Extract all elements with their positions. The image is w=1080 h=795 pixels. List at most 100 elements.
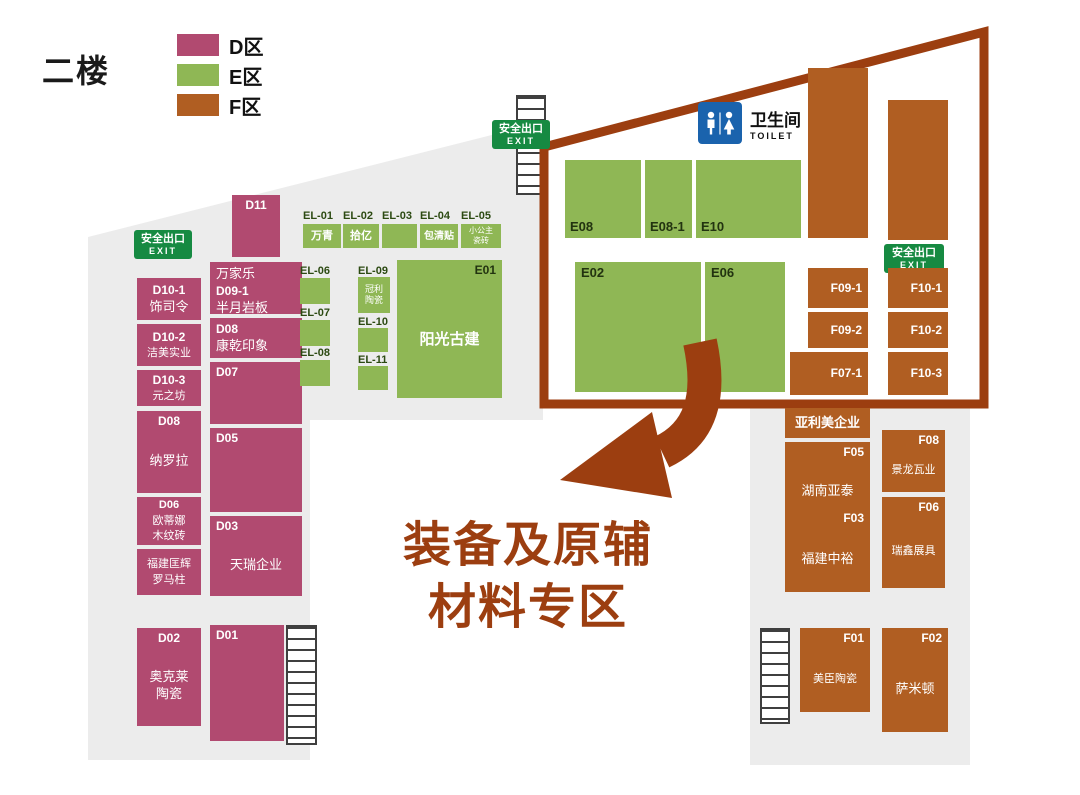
booth-code: E06 (711, 265, 735, 280)
booth-f-unlabeled-top (808, 68, 868, 238)
booth-name: 亚利美企业 (794, 414, 860, 430)
booth-name: 湖南亚泰 (801, 482, 854, 498)
booth-name: 饰司令 (149, 298, 189, 314)
booth-f08: F08 景龙瓦业 (882, 430, 945, 492)
booth-f10-2: F10-2 (888, 312, 948, 348)
callout-text-line2: 材料专区 (427, 581, 628, 634)
booth-code: F03 (843, 511, 864, 525)
booth-d02: D02 奥克莱 陶瓷 (137, 628, 201, 726)
exit-sign-label: 安全出口 (141, 233, 185, 245)
booth-name: 阳光古建 (419, 330, 480, 348)
booth-kuanghui: 福建匡辉 罗马柱 (137, 549, 201, 595)
booth-name: 景龙瓦业 (891, 463, 936, 476)
stairs-bottom-left-icon (286, 625, 317, 745)
page-title: 二楼 (42, 53, 111, 89)
booth-f06: F06 瑞鑫展具 (882, 497, 945, 588)
booth-code: E08 (570, 218, 594, 234)
booth-d01: D01 (210, 625, 284, 741)
booth-d09-1: 万家乐 D09-1 半月岩板 (210, 262, 302, 315)
booth-name: 木纹砖 (152, 529, 186, 542)
booth-code: F08 (918, 433, 939, 447)
booth-d10-2: D10-2 洁美实业 (137, 324, 201, 366)
booth-d05: D05 (210, 428, 302, 512)
booth-code: D05 (216, 431, 239, 445)
booth-name: 美臣陶瓷 (813, 672, 857, 685)
booth-d08-mid: D08 康乾印象 (210, 318, 302, 358)
booth-name: 洁美实业 (147, 346, 191, 359)
legend-label-f: F区 (229, 96, 262, 119)
booth-el09: 冠利 陶瓷 (358, 277, 390, 313)
booth-f09-1: F09-1 (808, 268, 868, 308)
exit-sign-sublabel: EXIT (899, 259, 928, 270)
toilet-sublabel: TOILET (750, 131, 794, 141)
booth-el08 (300, 360, 330, 386)
booth-el11 (358, 366, 388, 390)
booth-code: F01 (843, 631, 864, 645)
booth-name: 欧蒂娜 (152, 514, 186, 527)
booth-code: D10-2 (152, 329, 186, 344)
legend-row-f: F区 (177, 94, 263, 119)
legend-swatch-e (177, 64, 219, 86)
booth-name-block: 奥克莱 陶瓷 (149, 669, 188, 703)
booth-label-el02: EL-02 (343, 210, 373, 222)
restroom-figures-icon (707, 111, 735, 134)
booth-code: F06 (918, 500, 939, 514)
booth-f03: F03 福建中裕 (785, 508, 870, 592)
booth-e02: E02 (575, 262, 701, 392)
booth-f10-3: F10-3 (888, 352, 948, 395)
booth-e08: E08 (565, 160, 641, 238)
booth-name: 萨米顿 (895, 680, 935, 696)
booth-label-el05: EL-05 (461, 210, 491, 222)
legend: D区 E区 F区 (177, 34, 263, 124)
booth-code: D11 (245, 198, 267, 212)
booth-name: 瓷砖 (473, 235, 489, 245)
booth-code: F10-1 (910, 280, 942, 295)
booth-label-el11: EL-11 (358, 354, 388, 366)
booth-code: F05 (843, 445, 864, 459)
booth-name: 康乾印象 (216, 338, 269, 353)
booth-f09-2: F09-2 (808, 312, 868, 348)
booth-code: D08 (216, 322, 239, 336)
booth-label-el09: EL-09 (358, 265, 388, 277)
booth-code: D10-1 (152, 282, 186, 297)
booth-label-el01: EL-01 (303, 210, 333, 222)
booth-name: 拾亿 (350, 229, 372, 242)
booth-d08-left: D08 纳罗拉 (137, 411, 201, 493)
booth-e01: E01 阳光古建 (397, 260, 502, 398)
booth-name: 包清贴 (424, 230, 454, 242)
booth-name: 万家乐 (216, 266, 256, 281)
booth-label-el03: EL-03 (382, 210, 412, 222)
legend-swatch-f (177, 94, 219, 116)
booth-name: 元之坊 (152, 389, 186, 402)
exit-sign-top: 安全出口 EXIT (492, 120, 550, 149)
booth-e10: E10 (696, 160, 801, 238)
booth-f01: F01 美臣陶瓷 (800, 628, 870, 712)
booth-name: 小公主 (469, 225, 493, 235)
booth-code: D06 (158, 498, 180, 511)
toilet-label: 卫生间 (750, 111, 801, 130)
booth-name: 罗马柱 (152, 573, 186, 586)
booth-yalimei: 亚利美企业 (785, 408, 870, 438)
booth-d10-3: D10-3 元之坊 (137, 370, 201, 406)
stairs-bottom-right-icon (760, 628, 790, 724)
exit-sign-label: 安全出口 (499, 123, 543, 135)
legend-swatch-d (177, 34, 219, 56)
booth-name: 陶瓷 (155, 686, 182, 701)
booth-el04: 包清贴 (420, 224, 458, 248)
booth-name: 福建中裕 (801, 550, 854, 566)
booth-label-el08: EL-08 (300, 347, 330, 359)
booth-label-el06: EL-06 (300, 265, 330, 277)
booth-code: E01 (474, 263, 496, 277)
booth-code: D02 (157, 631, 180, 645)
exit-sign-sublabel: EXIT (506, 135, 535, 146)
booth-el02: 拾亿 (343, 224, 379, 248)
callout-text-line1: 装备及原辅 (402, 519, 653, 572)
booth-d06: D06 欧蒂娜 木纹砖 (137, 497, 201, 545)
booth-code: E02 (581, 265, 605, 280)
booth-code: E10 (701, 218, 725, 234)
toilet-icon (698, 102, 742, 144)
booth-d03: D03 天瑞企业 (210, 516, 302, 596)
booth-label-el04: EL-04 (420, 210, 450, 222)
booth-d10-1: D10-1 饰司令 (137, 278, 201, 320)
booth-code: D10-3 (152, 372, 186, 387)
